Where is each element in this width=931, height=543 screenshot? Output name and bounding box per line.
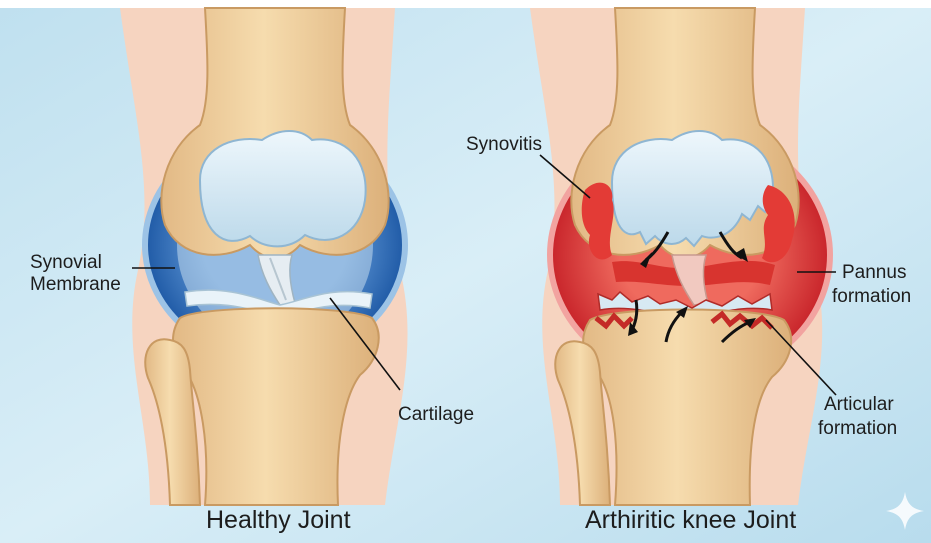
healthy-femoral-cartilage [200,131,366,246]
top-border [0,0,931,8]
synovitis-label: Synovitis [466,134,542,155]
cartilage-label: Cartilage [398,404,474,425]
articular-formation-label-line2: formation [818,418,897,439]
pannus-formation-label-line1: Pannus [842,262,906,283]
arthritic-joint-caption: Arthiritic knee Joint [585,506,796,534]
synovial-membrane-label-line2: Membrane [30,274,121,295]
arthritic-joint-panel [530,8,836,505]
healthy-joint-panel [120,8,408,505]
pannus-formation-label-line2: formation [832,286,911,307]
articular-formation-label-line1: Articular [824,394,894,415]
healthy-joint-caption: Healthy Joint [206,506,351,534]
synovial-membrane-label-line1: Synovial [30,252,102,273]
